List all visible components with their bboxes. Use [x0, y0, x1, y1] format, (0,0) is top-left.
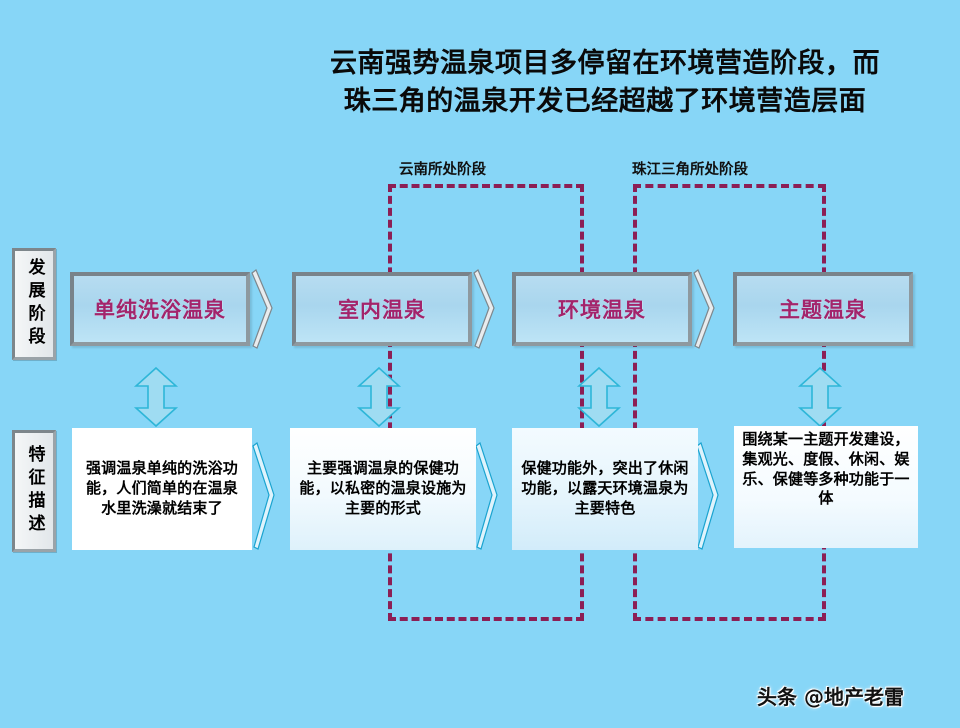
- description-box-1: 强调温泉单纯的洗浴功能，人们简单的在温泉水里洗澡就结束了: [72, 428, 252, 550]
- row-caption-stage: 发展阶段: [12, 248, 56, 360]
- description-box-1-text: 强调温泉单纯的洗浴功能，人们简单的在温泉水里洗澡就结束了: [85, 459, 238, 517]
- description-box-3: 保健功能外，突出了休闲功能，以露天环境温泉为主要特色: [512, 428, 698, 550]
- chevron-separator-icon-4: [250, 440, 280, 552]
- chevron-separator-icon-2: [472, 268, 500, 350]
- region-label-yunnan: 云南所处阶段: [399, 162, 486, 178]
- watermark: 头条 @地产老雷: [757, 685, 904, 709]
- chevron-separator-icon-3: [692, 268, 720, 350]
- row-caption-stage-label: 发展阶段: [24, 258, 45, 350]
- double-arrow-icon-1: [133, 366, 179, 428]
- stage-box-3-label: 环境温泉: [558, 298, 646, 322]
- description-box-4: 围绕某一主题开发建设，集观光、度假、休闲、娱乐、保健等多种功能于一体: [734, 426, 918, 548]
- page-title-line1: 云南强势温泉项目多停留在环境营造阶段，而: [330, 48, 880, 79]
- stage-box-4[interactable]: 主题温泉: [733, 272, 913, 346]
- row-caption-description: 特征描述: [12, 430, 56, 552]
- double-arrow-icon-3: [576, 366, 622, 428]
- stage-box-1[interactable]: 单纯洗浴温泉: [70, 272, 250, 346]
- stage-box-1-label: 单纯洗浴温泉: [94, 298, 226, 322]
- description-box-2: 主要强调温泉的保健功能，以私密的温泉设施为主要的形式: [290, 428, 476, 550]
- stage-box-3[interactable]: 环境温泉: [512, 272, 692, 346]
- stage-box-2-label: 室内温泉: [338, 298, 426, 322]
- description-box-3-text: 保健功能外，突出了休闲功能，以露天环境温泉为主要特色: [521, 459, 689, 517]
- region-label-zhujiang: 珠江三角所处阶段: [632, 162, 748, 178]
- description-box-2-text: 主要强调温泉的保健功能，以私密的温泉设施为主要的形式: [299, 459, 467, 517]
- dashed-region-yunnan: [388, 184, 584, 621]
- chevron-separator-icon-6: [694, 440, 724, 552]
- page-title-line2: 珠三角的温泉开发已经超越了环境营造层面: [343, 86, 867, 118]
- description-box-4-text: 围绕某一主题开发建设，集观光、度假、休闲、娱乐、保健等多种功能于一体: [742, 430, 910, 508]
- double-arrow-icon-2: [356, 366, 402, 428]
- double-arrow-icon-4: [797, 366, 843, 428]
- chevron-separator-icon-5: [473, 440, 503, 552]
- page-title: 云南强势温泉项目多停留在环境营造阶段，而 珠三角的温泉开发已经超越了环境营造层面: [255, 45, 955, 122]
- chevron-separator-icon-1: [250, 268, 278, 350]
- stage-box-4-label: 主题温泉: [779, 298, 867, 322]
- stage-box-2[interactable]: 室内温泉: [292, 272, 472, 346]
- row-caption-description-label: 特征描述: [24, 445, 45, 537]
